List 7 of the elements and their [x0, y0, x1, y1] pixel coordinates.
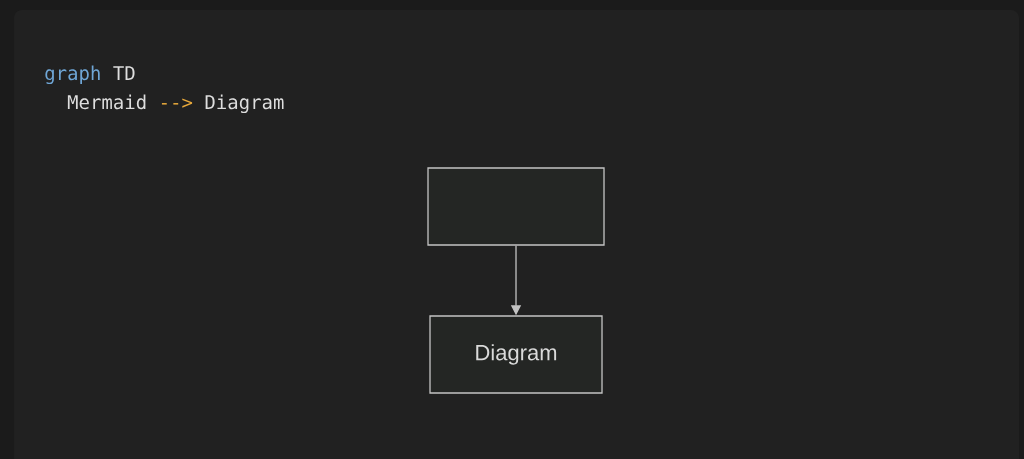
process-box	[427, 167, 605, 246]
process-box: Diagram	[429, 315, 603, 394]
code-text: Mermaid	[67, 94, 146, 110]
code-text: -->	[161, 98, 193, 108]
code-text: Diagram	[205, 94, 284, 114]
code-text: TD	[113, 66, 135, 80]
code-text: graph	[45, 65, 100, 85]
